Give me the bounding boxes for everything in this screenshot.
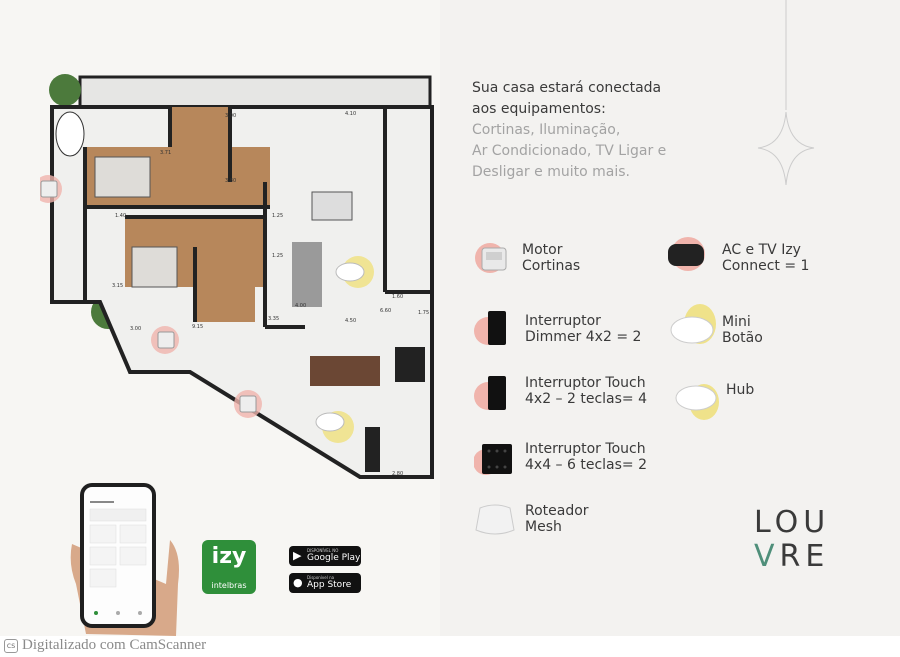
- legend-mesh: Roteador Mesh: [472, 500, 632, 540]
- device-label: Hub: [726, 382, 755, 398]
- device-label: 4x2 – 2 teclas= 4: [525, 391, 648, 407]
- logo-line-2-rest: RE: [779, 539, 830, 574]
- google-play-small-text: DISPONÍVEL NO: [307, 548, 339, 553]
- ir-controller-icon: [668, 237, 705, 271]
- dim-label: 1.40: [115, 213, 126, 219]
- dim-label: 3.00: [130, 326, 141, 332]
- device-label: Interruptor: [525, 313, 601, 329]
- star-decoration-icon: [757, 0, 815, 186]
- logo-accent-letter: V: [754, 539, 780, 574]
- touch-switch-4x2-icon: [474, 376, 506, 410]
- legend-touch-4x4: Interruptor Touch 4x4 – 6 teclas= 2: [474, 438, 664, 480]
- mesh-router-icon: [475, 504, 515, 535]
- dim-label: 4.50: [345, 318, 356, 324]
- device-label: Roteador: [525, 503, 589, 519]
- legend-mini-botao: Mini Botão: [666, 302, 796, 352]
- dim-label: 1.25: [272, 213, 283, 219]
- apple-icon: ●: [293, 576, 303, 589]
- dim-label: 1.75: [418, 310, 429, 316]
- intro-line: aos equipamentos:: [472, 101, 606, 117]
- legend-hub: Hub: [672, 374, 792, 422]
- device-label: Botão: [722, 330, 763, 346]
- legend-motor-cortinas: Motor Cortinas: [474, 238, 604, 278]
- dim-label: 3.80: [225, 178, 236, 184]
- dim-label: 4.00: [295, 303, 306, 309]
- intelbras-name: intelbras: [211, 581, 247, 590]
- intro-line: Ar Condicionado, TV Ligar e: [472, 143, 667, 159]
- right-panel: [440, 0, 900, 636]
- dim-label: 9.15: [192, 324, 203, 330]
- camscanner-badge: cs: [4, 639, 18, 653]
- app-screen: [84, 487, 152, 624]
- scanner-footer: cs Digitalizado com CamScanner: [0, 636, 900, 657]
- legend-dimmer: Interruptor Dimmer 4x2 = 2: [474, 305, 664, 351]
- logo-line-1: LOU: [754, 505, 831, 540]
- device-label: Motor: [522, 242, 563, 258]
- hub-icon: [675, 384, 719, 420]
- hub-marker: [335, 256, 374, 288]
- logo-line-2: VRE: [754, 540, 844, 574]
- dim-label: 3.15: [112, 283, 123, 289]
- device-label: Connect = 1: [722, 258, 810, 274]
- device-label: Mini: [722, 314, 751, 330]
- hub-marker: [315, 411, 354, 443]
- curtain-motor-marker: [234, 390, 262, 418]
- google-play-text: Google Play: [307, 553, 361, 563]
- intro-line: Cortinas, Iluminação,: [472, 122, 621, 138]
- intro-text: Sua casa estará conectada aos equipament…: [472, 78, 712, 183]
- curtain-motor-marker: [40, 175, 62, 203]
- izy-logo-text: izy: [211, 544, 247, 569]
- dim-label: 1.60: [392, 294, 403, 300]
- device-label: Mesh: [525, 519, 562, 535]
- izy-app-icon: izy intelbras: [202, 540, 256, 594]
- curtain-motor-icon: [475, 243, 507, 273]
- intro-line: Desligar e muito mais.: [472, 164, 630, 180]
- curtain-motor-marker: [151, 326, 179, 354]
- floor-plan-drawing: 4.10 3.71 3.00 1.25 1.40 1.25 3.15 3.80 …: [40, 74, 434, 479]
- app-store-small-text: Disponível na: [307, 575, 335, 580]
- floor-plan: 4.10 3.71 3.00 1.25 1.40 1.25 3.15 3.80 …: [40, 72, 440, 487]
- touch-switch-4x4-icon: [474, 444, 512, 475]
- device-label: Interruptor Touch: [525, 375, 646, 391]
- dim-label: 2.80: [392, 471, 403, 477]
- intro-line: Sua casa estará conectada: [472, 80, 662, 96]
- smartphone-mockup: [80, 483, 156, 628]
- legend-touch-4x2: Interruptor Touch 4x2 – 2 teclas= 4: [474, 370, 664, 416]
- legend-ac-tv: AC e TV Izy Connect = 1: [664, 234, 844, 278]
- dimmer-switch-icon: [474, 311, 506, 345]
- app-store-text: App Store: [307, 580, 352, 590]
- device-label: Dimmer 4x2 = 2: [525, 329, 642, 345]
- mini-button-icon: [670, 304, 716, 344]
- app-screen-content: [89, 501, 147, 615]
- camscanner-watermark: Digitalizado com CamScanner: [22, 637, 207, 653]
- device-label: Interruptor Touch: [525, 441, 646, 457]
- google-play-icon: ▶: [293, 549, 302, 562]
- dim-label: 1.25: [272, 253, 283, 259]
- dim-label: 4.10: [345, 111, 356, 117]
- device-label: 4x4 – 6 teclas= 2: [525, 457, 648, 473]
- device-label: Cortinas: [522, 258, 581, 274]
- google-play-badge[interactable]: ▶ DISPONÍVEL NO Google Play: [289, 546, 361, 566]
- dim-label: 6.60: [380, 308, 391, 314]
- louvre-logo: LOU VRE: [754, 506, 844, 574]
- app-store-badge[interactable]: ● Disponível na App Store: [289, 573, 361, 593]
- dim-label: 3.35: [268, 316, 279, 322]
- device-label: AC e TV Izy: [722, 242, 801, 258]
- dim-label: 3.71: [160, 150, 171, 156]
- dim-label: 3.00: [225, 113, 236, 119]
